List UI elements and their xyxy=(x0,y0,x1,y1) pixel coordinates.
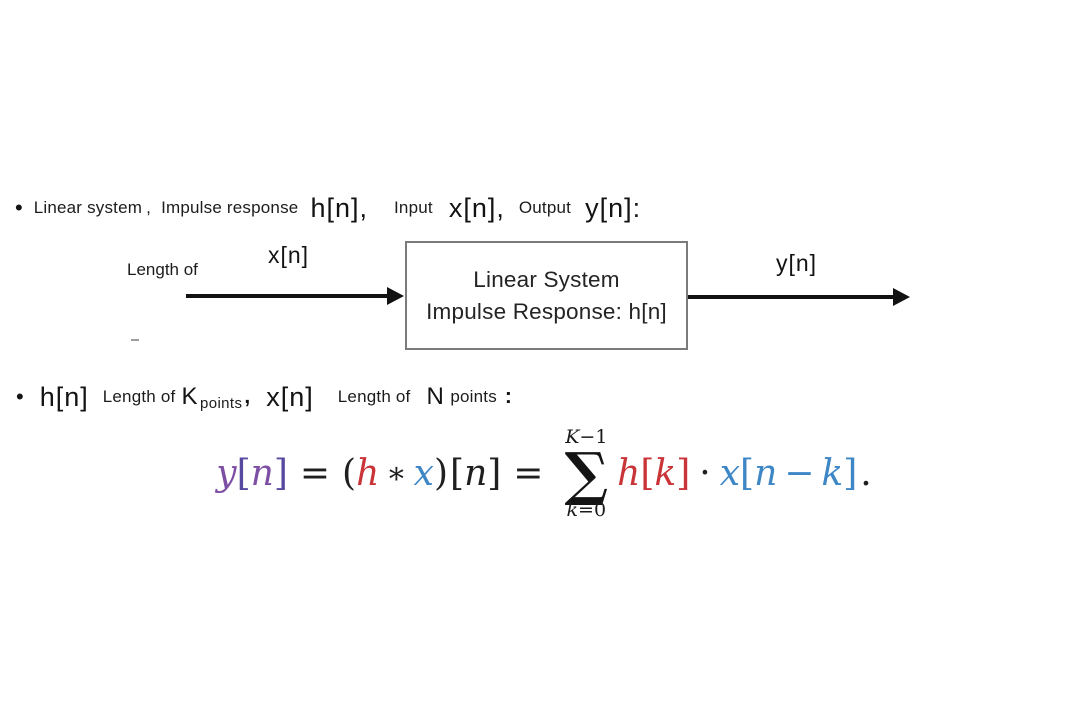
h-n-token: h[n] xyxy=(39,381,89,412)
sum-upper-limit: K−1 xyxy=(565,426,608,448)
input-signal-label: x[n] xyxy=(268,242,310,268)
colon: : xyxy=(504,385,512,408)
y-n-token: y[n]: xyxy=(585,192,642,223)
h-symbol: h xyxy=(356,453,380,495)
length-of-label: Length of xyxy=(337,387,411,406)
bullet-line-2: • h[n] Length of K points , x[n] Length … xyxy=(16,380,512,414)
sum-lower-limit: k=0 xyxy=(566,498,607,521)
text-impulse-response: Impulse response xyxy=(161,198,299,217)
k-symbol: K xyxy=(181,383,198,410)
points-subscript: points xyxy=(199,394,243,412)
output-arrow-line xyxy=(688,295,894,299)
index-n: [n] xyxy=(450,453,502,495)
stray-dash-mark xyxy=(131,339,139,341)
system-box-title: Linear System xyxy=(473,266,620,292)
x-symbol: x xyxy=(413,453,434,495)
x-n-token: x[n] xyxy=(266,381,314,412)
system-box-subtitle: Impulse Response: h[n] xyxy=(426,298,667,324)
close-paren: ) xyxy=(433,453,449,495)
bullet-icon: • xyxy=(15,195,23,220)
points-label: points xyxy=(450,387,497,406)
output-arrowhead-icon xyxy=(893,288,910,306)
summation: K−1 ∑ k=0 xyxy=(564,426,609,522)
equals-sign: = xyxy=(513,453,544,495)
length-of-label: Length of xyxy=(102,387,176,406)
open-paren: ( xyxy=(342,453,357,495)
term-h-k: h[k] xyxy=(617,453,691,495)
bullet-line-1: • Linear system , Impulse response h[n],… xyxy=(15,191,641,225)
n-symbol: N xyxy=(426,383,445,410)
h-n-token: h[n], xyxy=(310,192,368,223)
term-x-n-minus-k: x[n−k] xyxy=(719,453,858,495)
sigma-icon: ∑ xyxy=(564,439,609,508)
text-linear-system: Linear system xyxy=(33,198,143,217)
input-arrow-line xyxy=(186,294,389,298)
input-arrowhead-icon xyxy=(387,287,404,305)
system-box: Linear System Impulse Response: h[n] xyxy=(405,241,688,350)
eq-lhs-y-n: y[n] xyxy=(216,453,288,495)
length-of-label: Length of xyxy=(127,260,198,279)
output-signal-label: y[n] xyxy=(776,250,818,276)
bullet-icon: • xyxy=(16,384,24,409)
comma: , xyxy=(146,198,152,217)
x-n-token: x[n], xyxy=(448,192,505,223)
convolution-equation: y[n] = ( h ∗ x ) [n] = K−1 ∑ k=0 h[k] · … xyxy=(216,426,872,522)
output-label: Output xyxy=(518,198,572,217)
comma: , xyxy=(244,385,251,408)
input-label: Input xyxy=(394,198,433,217)
equals-sign: = xyxy=(299,453,331,495)
multiplication-dot: · xyxy=(699,453,711,495)
period: . xyxy=(860,453,872,495)
convolution-star: ∗ xyxy=(386,456,407,492)
